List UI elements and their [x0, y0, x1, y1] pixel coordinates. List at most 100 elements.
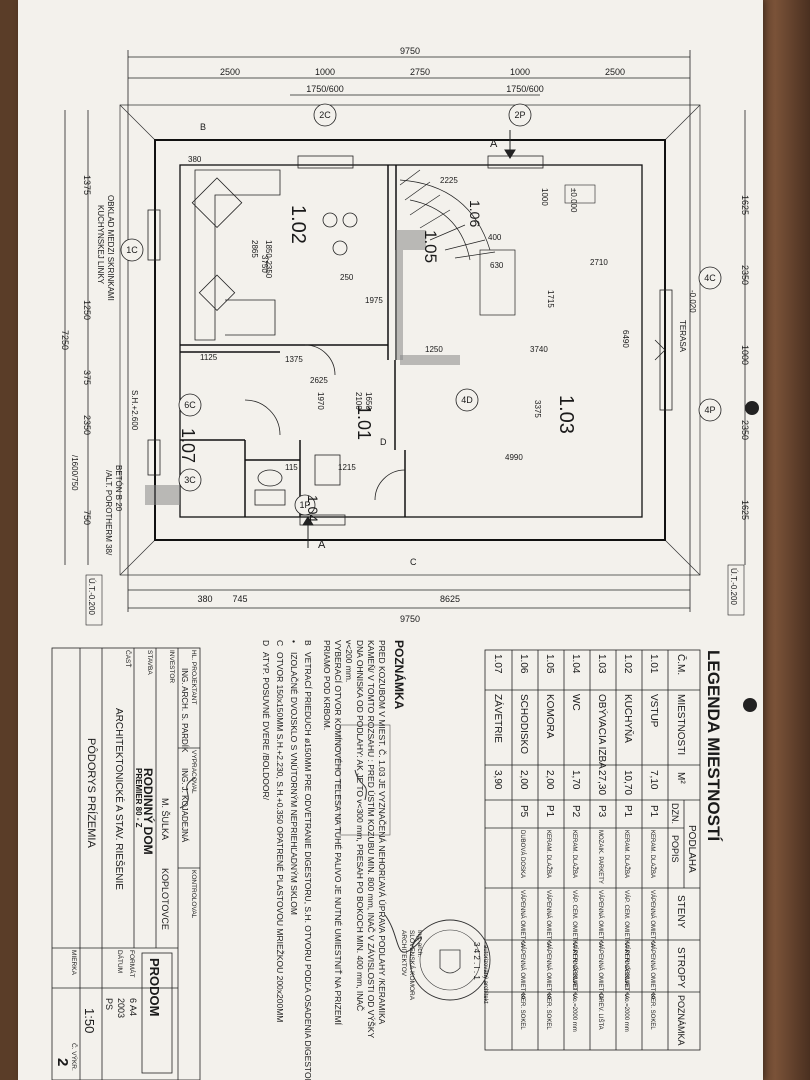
dim-misc-1000: 1000 [540, 188, 549, 206]
dim-misc-630: 630 [490, 261, 504, 270]
dim-misc-1650: 1650 [364, 392, 373, 410]
legend-cell: KOMORA [544, 694, 555, 739]
tb-kontroloval-label: KONTROLOVAL [190, 870, 197, 919]
tb-drawing: PÔDORYS PRÍZEMIA [85, 738, 98, 848]
legend-cell: VÁPENNÁ OMIETKA [649, 942, 656, 999]
signature [384, 914, 422, 953]
dim-int-1375: 1375 [285, 355, 303, 364]
tb-section: ARCHITEKTONICKÉ A STAV. RIEŠENIE [113, 708, 126, 890]
legend-cell: 3,90 [492, 770, 503, 790]
legend-cell: OBÝVACIA IZBA [596, 694, 609, 769]
note-item: IZOLAČNÉ DVOJSKLO S VNÚTORNÝM NEPRIEHĽAD… [289, 652, 299, 915]
legend-cell: KER. SOKEL [649, 994, 655, 1030]
title-block: HL. PROJEKTANT ING. ARCH. S. PARDÍK VYPR… [51, 647, 201, 1080]
note-item-mark: • [289, 640, 299, 643]
legend-cell: v.o.=2000 mm [623, 994, 629, 1032]
dim-bottom-3: 8625 [440, 594, 460, 604]
dim-int-2625: 2625 [310, 376, 328, 385]
dim-right-3: 1000 [740, 345, 750, 365]
legend-cell: P3 [596, 805, 607, 818]
legend-cell: 1.03 [596, 654, 607, 674]
notes-block: POZNÁMKA PRED KOZUBOM V MIEST. Č. 1.03 J… [261, 640, 407, 1080]
chimney-hatch [145, 230, 460, 505]
tb-vypracoval-label: VYPRACOVAL [190, 750, 197, 794]
tb-scale: 1:50 [82, 1008, 97, 1033]
legend-hdr-floor: PODLAHA [686, 825, 697, 873]
interior-dims: 2225 2710 3740 6490 3375 4990 1375 2625 … [188, 155, 630, 472]
axis-1c: 1C [126, 245, 138, 255]
wc-fixtures [244, 344, 406, 506]
tb-hl-projektant: ING. ARCH. S. PARDÍK [180, 668, 189, 753]
left-dims: 7250 1375 1250 375 2350 750 [60, 175, 92, 525]
tb-hl-projektant-label: HL. PROJEKTANT [190, 650, 197, 704]
dim-int-1125: 1125 [200, 353, 218, 362]
legend-cell: MOZAIK. PARKETY [597, 830, 603, 884]
section-b: B [200, 122, 206, 132]
dim-misc-2100: 2100 [354, 392, 363, 410]
room-1-07: 1.07 [178, 428, 198, 463]
legend-hdr-steny: STENY [675, 895, 686, 929]
stamp-line-3: ARCHITEKTOV [400, 930, 407, 977]
window-size-label: /1600/750 [70, 455, 79, 491]
legend-hdr-cm: Č.M. [675, 654, 688, 675]
note-line: DNA OHNISKA OD PODLAHY: AK JE TO v<300 m… [355, 640, 365, 1011]
dim-int-1250: 1250 [425, 345, 443, 354]
terasa-label: TERASA [678, 320, 687, 353]
legend-cell: 2,00 [544, 770, 555, 790]
legend-title: LEGENDA MIESTNOSTÍ [704, 650, 723, 842]
legend-cell: KER. SOKEL [519, 994, 525, 1030]
dim-int-3750: 3750 [260, 255, 269, 273]
tb-project-sub: PREMIER 80 - Z [134, 768, 143, 828]
stamp-line-1: Ing. arch. [416, 930, 423, 957]
dim-right-4: 2350 [740, 420, 750, 440]
dim-misc-250: 250 [340, 273, 354, 282]
dim-window-2: 1750/600 [506, 84, 544, 94]
tb-signature [179, 777, 196, 809]
legend-hdr-popis: POPIS [670, 835, 680, 863]
right-dims: 1625 2350 1000 2350 1625 [740, 195, 750, 520]
dim-int-2225: 2225 [440, 176, 458, 185]
tb-sheet-no: 2 [54, 1058, 71, 1066]
dim-misc-1850: 1850-2350 [264, 240, 273, 279]
legend-cell: P1 [648, 805, 659, 818]
legend-cell: VÁPENNÁ OMIETKA [519, 890, 526, 947]
legend-cell: 7,10 [648, 770, 659, 790]
legend-cell: VSTUP [648, 694, 659, 728]
dim-misc-2160: 1970 [316, 392, 325, 410]
section-c: C [410, 557, 417, 567]
porotherm-label: /ALT. POROTHERM 38/ [104, 470, 113, 556]
tb-mierka-label: MIERKA [70, 950, 77, 976]
punch-hole [743, 698, 757, 712]
staircase [399, 169, 516, 316]
floor-level: ±0.000 [569, 188, 578, 213]
tb-stavba-label: STAVBA [146, 650, 153, 675]
legend-table: LEGENDA MIESTNOSTÍ Č.M. MIESTNOSTI M² PO… [484, 649, 723, 1051]
legend-cell: P1 [544, 805, 555, 818]
room-1-03: 1.03 [555, 395, 577, 434]
legend-cell: 1,70 [570, 770, 581, 790]
legend-cell: 1.07 [492, 654, 503, 674]
legend-cell: P2 [570, 805, 581, 818]
legend-cell: DREV. LIŠTA [597, 994, 604, 1030]
dim-bottom-1: 380 [197, 594, 212, 604]
legend-cell: VÁPENNÁ OMIETKA [597, 942, 604, 999]
dim-int-2710: 2710 [590, 258, 608, 267]
dim-top-3: 2750 [410, 67, 430, 77]
beton-label: BETÓN B 20 [114, 465, 123, 512]
legend-cell: VÁPENNÁ OMIETKA [649, 890, 656, 947]
axis-3c: 3C [184, 475, 196, 485]
sh-label: S.H.+2.600 [130, 390, 139, 431]
tb-project: RODINNÝ DOM [141, 768, 156, 855]
legend-cell: VÁPENNÁ OMIETKA [571, 942, 578, 999]
dim-misc-380: 380 [188, 155, 202, 164]
note-line: PRIAMO POD KRBOM. [322, 640, 332, 730]
dim-right-2: 2350 [740, 265, 750, 285]
windows [147, 155, 673, 526]
dim-misc-115: 1215 [338, 463, 356, 472]
room-1-01: 1.01 [354, 405, 374, 440]
legend-cell: KUCHYŇA [622, 694, 635, 743]
kitchen-counter [191, 169, 358, 341]
legend-cell: WC [570, 694, 581, 711]
dim-left-2: 1250 [82, 300, 92, 320]
